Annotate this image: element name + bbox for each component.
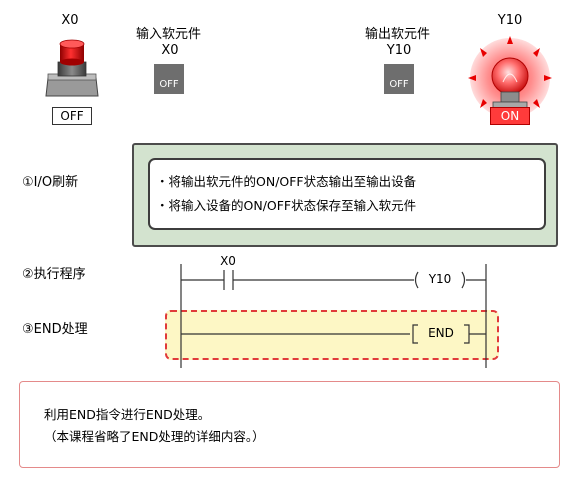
x0-switch-state: OFF (52, 107, 92, 125)
coil-left-paren (414, 271, 419, 289)
end-left-bracket (412, 324, 418, 344)
end-processing-highlight (165, 310, 499, 360)
output-device-state: OFF (389, 79, 409, 90)
y10-lamp-state: ON (490, 107, 530, 125)
input-device-title: 输入软元件 (136, 27, 202, 42)
input-device-name: X0 (161, 43, 179, 58)
end-note: 利用END指令进行END处理。 （本课程省略了END处理的详细内容。） (19, 381, 560, 468)
lamp-on-icon (468, 36, 552, 120)
io-refresh-description: ・将输出软元件的ON/OFF状态输出至输出设备 ・将输入设备的ON/OFF状态保… (148, 158, 546, 230)
output-device-title: 输出软元件 (365, 27, 431, 42)
end-note-line-1: 利用END指令进行END处理。 (44, 407, 211, 422)
input-device-state: OFF (159, 79, 179, 90)
output-device-box: OFF (384, 64, 414, 94)
end-instruction-label: END (428, 326, 454, 340)
program-label: ②执行程序 (22, 267, 86, 282)
coil-y10-label: Y10 (428, 272, 452, 286)
end-processing-label: ③END处理 (22, 322, 88, 337)
output-device-name: Y10 (386, 43, 412, 58)
io-refresh-line-1: ・将输出软元件的ON/OFF状态输出至输出设备 (156, 174, 417, 189)
x0-switch-label: X0 (61, 13, 79, 28)
end-note-line-2: （本课程省略了END处理的详细内容。） (44, 429, 265, 444)
push-button-icon (45, 39, 99, 97)
y10-lamp-label: Y10 (497, 13, 523, 28)
end-right-bracket (464, 324, 470, 344)
coil-right-paren (461, 271, 466, 289)
input-device-box: OFF (154, 64, 184, 94)
contact-x0-label: X0 (220, 254, 236, 268)
io-refresh-line-2: ・将输入设备的ON/OFF状态保存至输入软元件 (156, 198, 417, 213)
io-refresh-label: ①I/O刷新 (22, 175, 79, 190)
